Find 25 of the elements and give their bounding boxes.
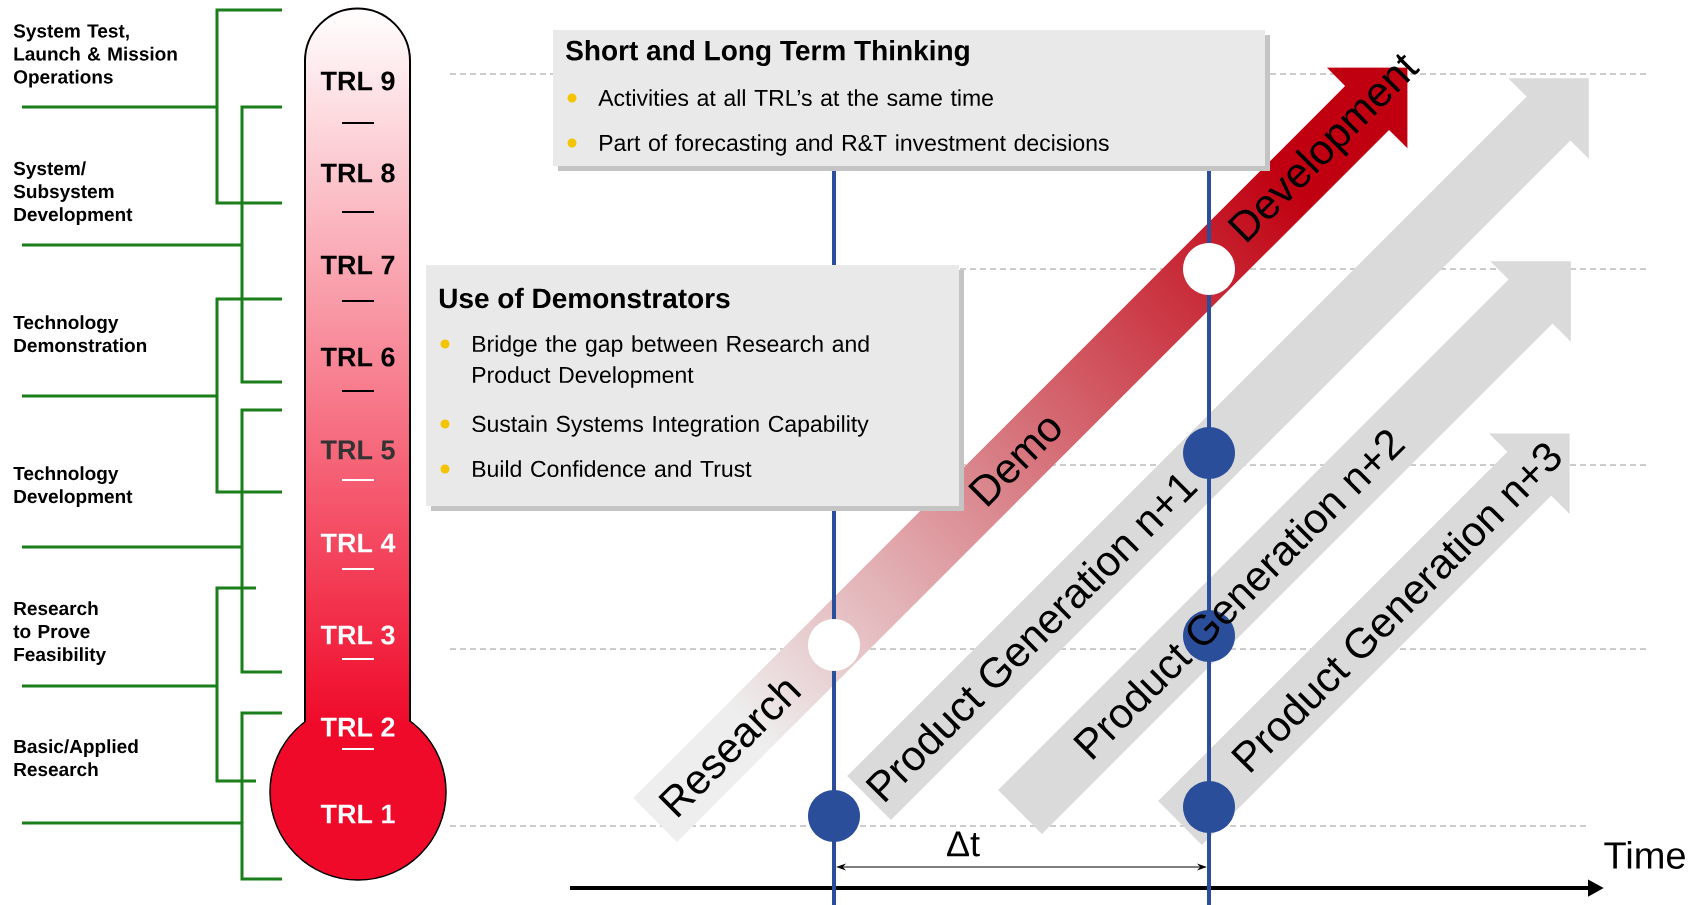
trl-label: TRL 7 [320, 255, 395, 275]
trl-label: TRL 2 [320, 717, 395, 737]
trl-label: TRL 4 [320, 533, 396, 553]
trl-label: TRL 8 [320, 163, 395, 183]
category-label: Research to Prove Feasibility [13, 601, 107, 665]
bullet-text: Bridge the gap between Research and Product Development [473, 335, 869, 388]
trl-label: TRL 3 [320, 625, 395, 645]
category-label: System/ Subsystem Development [13, 161, 133, 225]
box-heading: Use of Demonstrators [439, 287, 730, 309]
trl-label: TRL 6 [320, 347, 395, 367]
bullet-text: Build Confidence and Trust [473, 460, 752, 478]
category-label: Technology Development [13, 466, 133, 507]
dimension-label: Δt [947, 831, 980, 857]
callout-box [426, 265, 964, 511]
trl-label: TRL 1 [320, 804, 395, 824]
trl-label: TRL 9 [320, 71, 395, 91]
trl-label: TRL 5 [320, 440, 395, 460]
bullet-text: Part of forecasting and R&T investment decisions [600, 134, 1109, 156]
category-label: System Test, Launch & Mission Operations [13, 24, 177, 88]
axis-label: Time [1604, 841, 1685, 869]
bullet-text: Activities at all TRL’s at the same time [598, 89, 993, 107]
bullet-text: Sustain Systems Integration Capability [472, 415, 869, 437]
category-label: Technology Demonstration [13, 315, 147, 353]
category-label: Basic/Applied Research [14, 739, 138, 777]
box-heading: Short and Long Term Thinking [566, 39, 969, 67]
